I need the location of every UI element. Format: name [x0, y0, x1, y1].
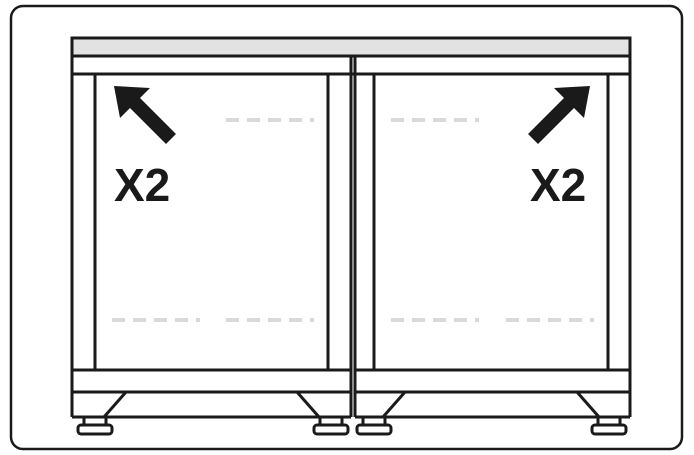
diagram-border [9, 4, 684, 451]
dashed-guides [112, 118, 594, 322]
top-panel [70, 36, 632, 58]
left-cabinet [72, 56, 353, 419]
foot-right-outer [575, 391, 628, 436]
left-quantity-label: X2 [114, 159, 170, 211]
arrow-up-left-icon [114, 86, 176, 144]
foot-left-inner [295, 391, 350, 436]
right-quantity-label: X2 [530, 159, 586, 211]
foot-right-inner [355, 391, 407, 436]
arrow-up-right-icon [528, 86, 590, 144]
foot-left-outer [76, 391, 128, 436]
leveling-feet [76, 391, 628, 436]
right-cabinet [353, 56, 630, 419]
